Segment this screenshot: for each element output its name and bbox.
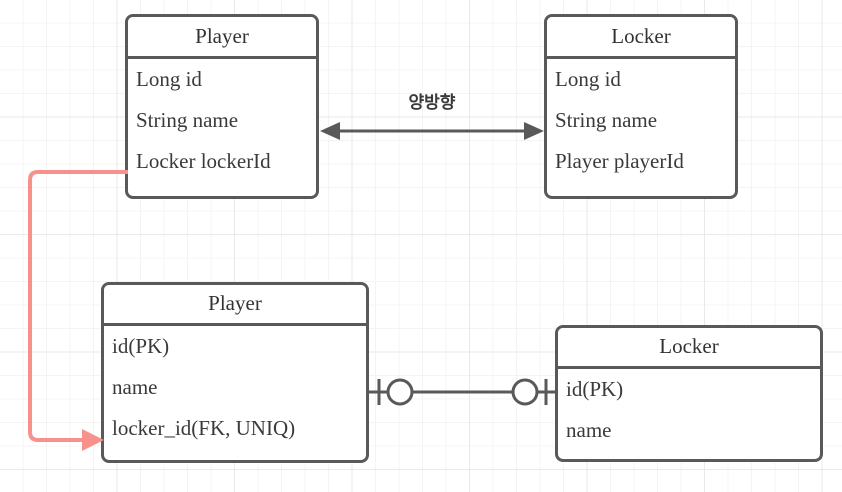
entity-field-list: id(PK) name [558, 369, 820, 451]
mapping-arrow-icon [28, 170, 128, 451]
bidirectional-label: 양방향 [408, 93, 456, 113]
entity-field: name [566, 418, 612, 442]
entity-locker-class[interactable]: Locker Long id String name Player player… [544, 14, 738, 199]
entity-player-table[interactable]: Player id(PK) name locker_id(FK, UNIQ) [101, 282, 369, 463]
entity-title: Locker [547, 17, 735, 59]
entity-field: id(PK) [566, 377, 624, 401]
entity-field-list: Long id String name Locker lockerId [128, 59, 316, 182]
entity-field: Long id [136, 67, 202, 91]
entity-title: Locker [558, 328, 820, 369]
entity-field: String name [136, 108, 239, 132]
entity-field-list: Long id String name Player playerId [547, 59, 735, 182]
one-to-one-connector-icon [368, 378, 557, 406]
entity-player-class[interactable]: Player Long id String name Locker locker… [125, 14, 319, 199]
entity-field: Player playerId [555, 149, 684, 173]
bidirectional-arrow-icon [320, 122, 544, 140]
entity-field: String name [555, 108, 658, 132]
entity-title: Player [104, 285, 366, 326]
entity-field-list: id(PK) name locker_id(FK, UNIQ) [104, 326, 366, 449]
entity-field: name [112, 375, 158, 399]
entity-field: id(PK) [112, 334, 170, 358]
entity-field: Long id [555, 67, 621, 91]
entity-field: locker_id(FK, UNIQ) [112, 416, 296, 440]
entity-locker-table[interactable]: Locker id(PK) name [555, 325, 823, 462]
entity-field: Locker lockerId [136, 149, 271, 173]
entity-title: Player [128, 17, 316, 59]
